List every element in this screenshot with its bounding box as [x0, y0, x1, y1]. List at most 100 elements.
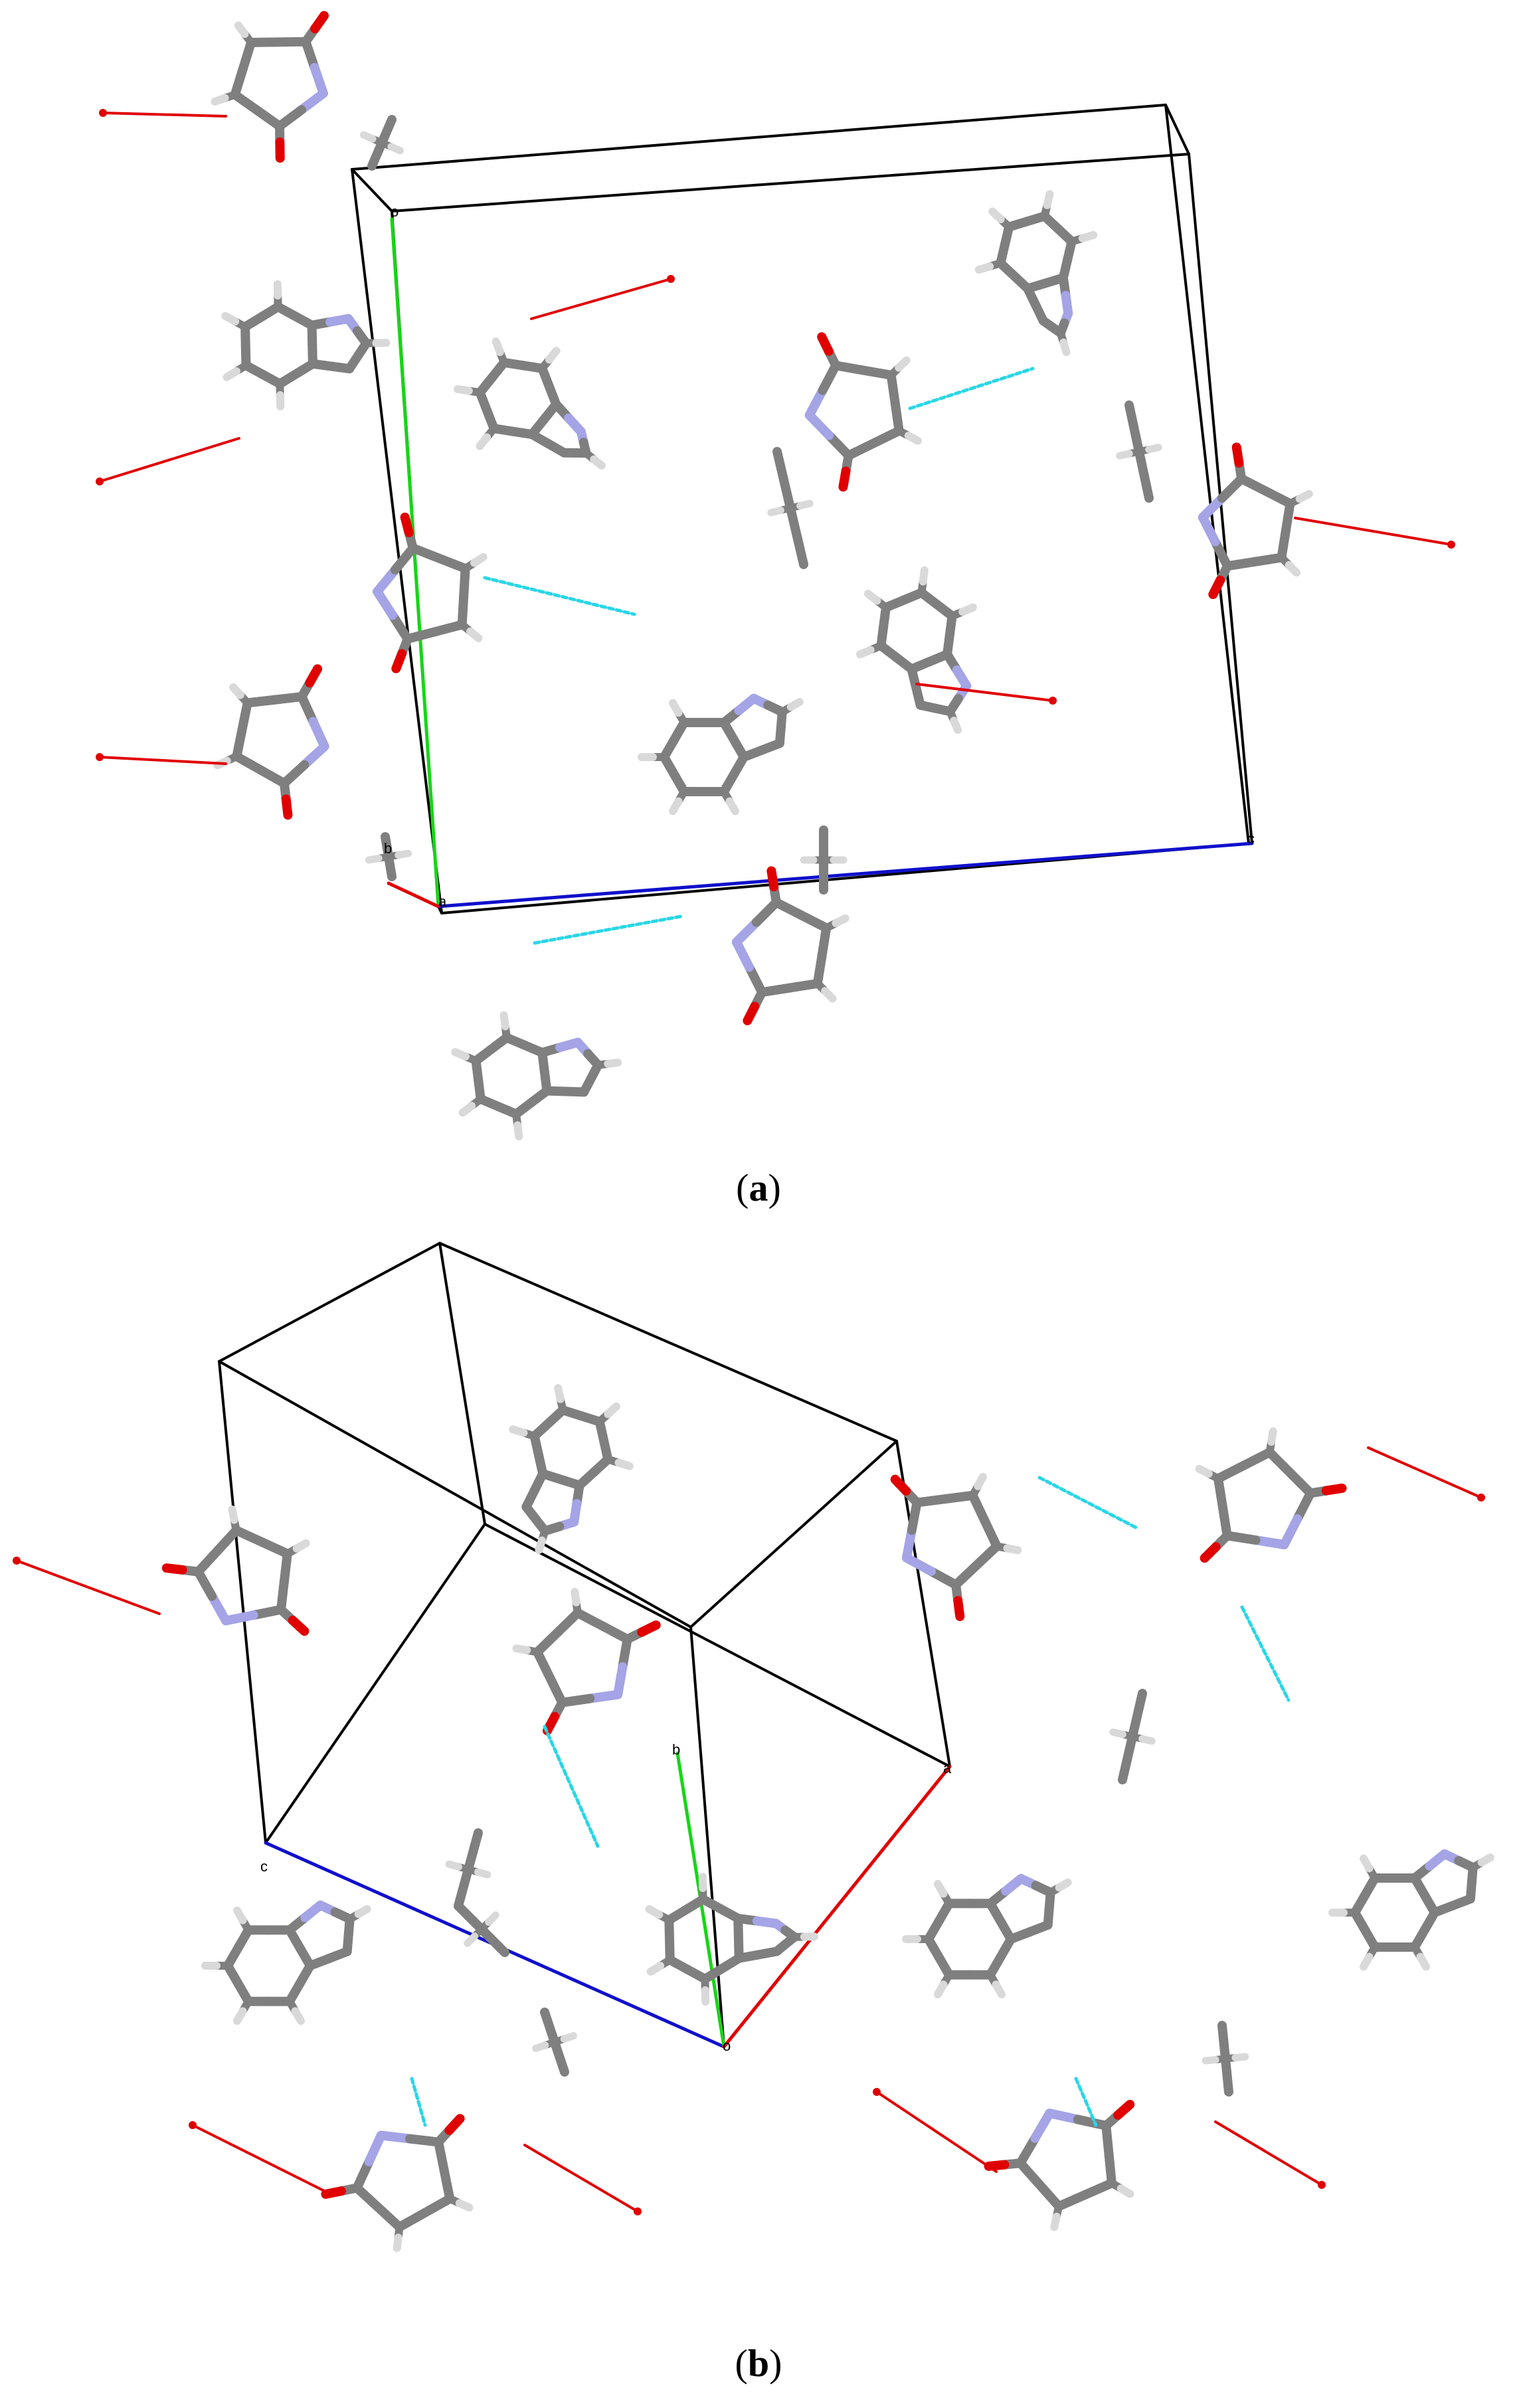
- unit-cell-axes-a: [387, 217, 1254, 908]
- unit-cell-edge: [218, 1242, 441, 1363]
- bond: [571, 1588, 580, 1606]
- bond: [950, 717, 962, 734]
- bond: [430, 620, 467, 637]
- bond: [308, 359, 336, 371]
- bond: [1101, 2120, 1114, 2160]
- bond: [306, 1954, 333, 1970]
- unit-cell-edge: [218, 1360, 267, 1844]
- bond: [408, 543, 444, 563]
- bond: [927, 1567, 961, 1590]
- imide-ring-molecule: [373, 512, 488, 673]
- molecules-b: [13, 1384, 1494, 2253]
- bond: [585, 1689, 623, 1703]
- panel-caption-b: (b): [735, 2342, 782, 2385]
- bond: [1195, 1464, 1213, 1478]
- crystal-packing-panel-a: o a b c (a): [96, 11, 1455, 1209]
- unit-cell-axes-b: [264, 1751, 952, 2049]
- bond: [352, 2183, 383, 2213]
- bond: [404, 2134, 444, 2147]
- unit-cell-edge: [351, 168, 443, 914]
- contact-atom: [96, 477, 104, 485]
- bond: [1124, 400, 1144, 456]
- bond: [771, 897, 806, 920]
- bond: [786, 503, 808, 569]
- bond: [474, 1868, 491, 1879]
- bond: [751, 897, 781, 927]
- bond: [890, 1474, 911, 1496]
- bond: [1295, 489, 1313, 503]
- bond: [1285, 1468, 1316, 1498]
- bond: [373, 586, 397, 620]
- bond: [731, 937, 755, 972]
- bond: [1073, 2114, 1111, 2130]
- indole-molecule: [454, 337, 606, 470]
- hydrogen-bonds-a: [483, 367, 1035, 945]
- imide-ring-molecule: [213, 664, 329, 820]
- bond: [292, 1539, 310, 1553]
- bond: [444, 2114, 465, 2135]
- imide-ring-molecule: [512, 1588, 661, 1736]
- bond: [804, 385, 828, 420]
- bond: [772, 447, 795, 513]
- close-contact: [15, 1559, 161, 1615]
- bond: [402, 627, 440, 644]
- contact-atom: [1477, 1494, 1485, 1502]
- bond: [844, 438, 879, 460]
- close-contact: [102, 112, 227, 118]
- indole-molecule: [1328, 1849, 1494, 1971]
- bond: [221, 1610, 258, 1626]
- contact-atom: [99, 109, 107, 117]
- bond: [554, 1384, 565, 1403]
- bond: [637, 1620, 661, 1637]
- bond: [387, 143, 404, 155]
- imide-ring-molecule: [321, 2114, 474, 2253]
- bond: [1118, 1732, 1137, 1784]
- bond: [725, 797, 739, 816]
- close-contact: [1214, 2120, 1323, 2186]
- indole-molecule: [902, 1873, 1072, 1999]
- bond: [971, 1541, 1002, 1571]
- indole-molecule: [645, 1873, 818, 2006]
- bond: [310, 11, 329, 34]
- bond: [1200, 1542, 1221, 1563]
- bond: [550, 2037, 569, 2077]
- bond: [207, 1591, 231, 1626]
- bond: [984, 2160, 1010, 2171]
- bond: [1198, 512, 1220, 547]
- bond: [1477, 1853, 1494, 1867]
- bond: [234, 21, 249, 39]
- bond: [545, 347, 561, 364]
- axis-label-b-a: b: [384, 840, 392, 857]
- bond: [1360, 1854, 1374, 1873]
- bond: [233, 1906, 247, 1925]
- bond: [886, 370, 900, 408]
- bond: [1293, 1488, 1316, 1524]
- bond: [804, 410, 834, 440]
- bond: [373, 2203, 404, 2232]
- bond: [533, 1647, 555, 1682]
- bond: [988, 207, 1005, 224]
- unit-cell-edge: [438, 1242, 486, 1525]
- bond: [477, 1925, 509, 1957]
- bond: [767, 506, 784, 517]
- bond: [499, 1011, 509, 1031]
- imide-ring-molecule: [984, 2099, 1135, 2231]
- bond: [1430, 1901, 1457, 1917]
- bond: [560, 2032, 577, 2043]
- bond: [786, 698, 804, 711]
- close-contact: [1294, 517, 1453, 546]
- unit-cell-edge: [689, 1626, 725, 2048]
- bond: [934, 1980, 948, 1999]
- bond: [604, 1059, 622, 1068]
- axis-label-c-a: c: [1247, 830, 1255, 847]
- bond: [354, 1905, 371, 1919]
- bond: [856, 645, 875, 659]
- imide-ring-molecule: [890, 1472, 1022, 1622]
- bond: [451, 1048, 470, 1061]
- axis-a-line: [387, 881, 440, 908]
- bond: [454, 1865, 473, 1911]
- bond: [968, 1490, 990, 1526]
- bond: [391, 649, 407, 673]
- bond: [901, 1553, 937, 1577]
- bond: [373, 565, 400, 596]
